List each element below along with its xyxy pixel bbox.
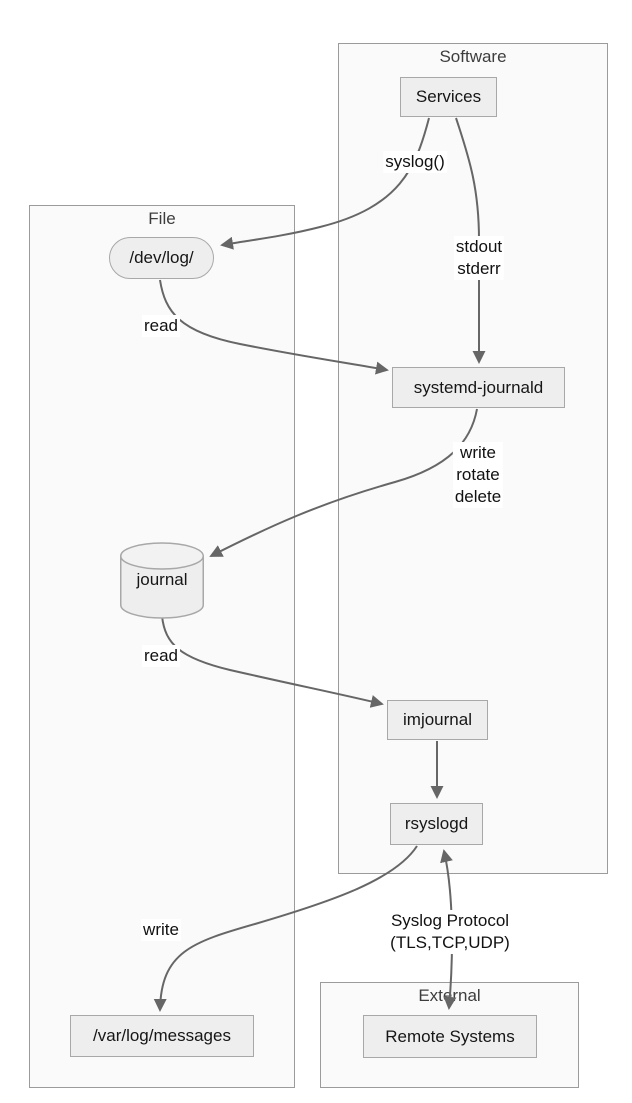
container-software-title: Software [439,47,507,66]
node-remote-systems: Remote Systems [363,1015,537,1058]
edge-label-line: Syslog Protocol [390,911,510,930]
edge-label-line: write [460,443,496,462]
edge-label-stdout-stderr: stdout stderr [453,236,505,280]
node-var-log-messages: /var/log/messages [70,1015,254,1057]
edge-devlog-journald [159,279,389,375]
node-imjournal: imjournal [387,700,488,740]
node-systemd-journald: systemd-journald [392,367,565,408]
edge-journald-journal [209,408,478,557]
journal-cylinder [120,542,204,619]
edge-label-line: stderr [457,259,501,278]
edge-journal-imjournal [161,615,384,708]
edge-services-journald [455,117,486,364]
edge-label-syslog-call: syslog() [383,151,447,173]
node-dev-log: /dev/log/ [109,237,214,279]
edge-label-write-rotate-delete: write rotate delete [452,442,504,508]
edge-label-write-messages: write [141,919,181,941]
container-file-title: File [148,209,176,228]
edge-label-line: rotate [456,465,500,484]
edge-label-line: (TLS,TCP,UDP) [390,933,510,952]
edge-services-devlog [220,117,430,250]
edge-label-line: stdout [455,237,503,256]
edge-label-line: delete [454,487,502,506]
node-journal-label: journal [136,570,188,589]
edge-label-read-devlog: read [141,315,181,337]
edge-label-syslog-protocol: Syslog Protocol (TLS,TCP,UDP) [388,910,512,954]
edge-rsyslogd-varlog [153,845,418,1012]
node-rsyslogd: rsyslogd [390,803,483,845]
edge-label-read-journal: read [141,645,181,667]
node-services: Services [400,77,497,117]
